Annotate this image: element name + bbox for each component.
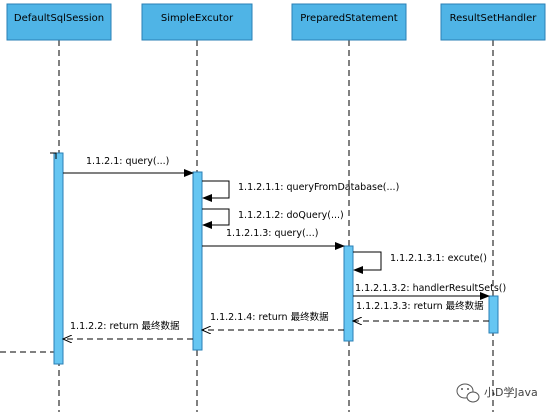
- activation-resultsethandler: [488, 295, 499, 334]
- participant-preparedstatement: PreparedStatement: [291, 3, 407, 41]
- message-return-simpleexcutor: 1.1.2.2: return 最终数据: [63, 320, 193, 339]
- message-label: 1.1.2.1.3.1: excute(): [390, 253, 487, 264]
- message-label: 1.1.2.2: return 最终数据: [70, 320, 180, 332]
- message-handler-result-sets: 1.1.2.1.3.2: handlerResultSets(): [353, 283, 506, 300]
- message-label: 1.1.2.1.1: queryFromDatabase(...): [238, 182, 399, 193]
- self-call-arrow: [202, 208, 230, 229]
- watermark-text: 小D学Java: [484, 385, 538, 399]
- message-return-resultsethandler: 1.1.2.1.3.3: return 最终数据: [353, 300, 489, 321]
- message-return-preparedstatement: 1.1.2.1.4: return 最终数据: [202, 311, 344, 330]
- watermark: 小D学Java: [456, 383, 538, 403]
- activation-defaultsqlsession: [53, 152, 64, 365]
- message-query-from-database: 1.1.2.1.1: queryFromDatabase(...): [202, 180, 399, 202]
- message-query-prepared: 1.1.2.1.3: query(...): [202, 228, 345, 250]
- message-label: 1.1.2.1: query(...): [86, 156, 169, 167]
- wechat-icon: [456, 383, 480, 403]
- participant-box: [440, 3, 546, 41]
- activation-simpleexcutor: [192, 171, 203, 351]
- participant-label: ResultSetHandler: [450, 13, 538, 24]
- participant-simpleexcutor: SimpleExcutor: [141, 3, 253, 41]
- self-call-arrow: [202, 180, 230, 202]
- message-query: 1.1.2.1: query(...): [63, 156, 194, 177]
- participant-box: [141, 3, 253, 41]
- message-label: 1.1.2.1.3: query(...): [226, 228, 318, 239]
- participant-resultsethandler: ResultSetHandler: [440, 3, 546, 41]
- self-call-arrow: [353, 251, 382, 274]
- message-label: 1.1.2.1.3.3: return 最终数据: [356, 300, 484, 312]
- message-label: 1.1.2.1.2: doQuery(...): [238, 210, 344, 221]
- participant-box: [6, 3, 112, 41]
- message-label: 1.1.2.1.4: return 最终数据: [210, 311, 329, 323]
- participant-defaultsqlsession: DefaultSqlSession: [6, 3, 112, 41]
- message-label: 1.1.2.1.3.2: handlerResultSets(): [355, 283, 506, 294]
- message-excute: 1.1.2.1.3.1: excute(): [353, 251, 487, 274]
- participant-box: [291, 3, 407, 41]
- activation-preparedstatement: [343, 245, 354, 342]
- participant-label: PreparedStatement: [300, 13, 397, 24]
- participant-label: SimpleExcutor: [161, 13, 234, 24]
- participant-label: DefaultSqlSession: [14, 13, 104, 24]
- activation-marker: [50, 152, 57, 159]
- message-do-query: 1.1.2.1.2: doQuery(...): [202, 208, 344, 229]
